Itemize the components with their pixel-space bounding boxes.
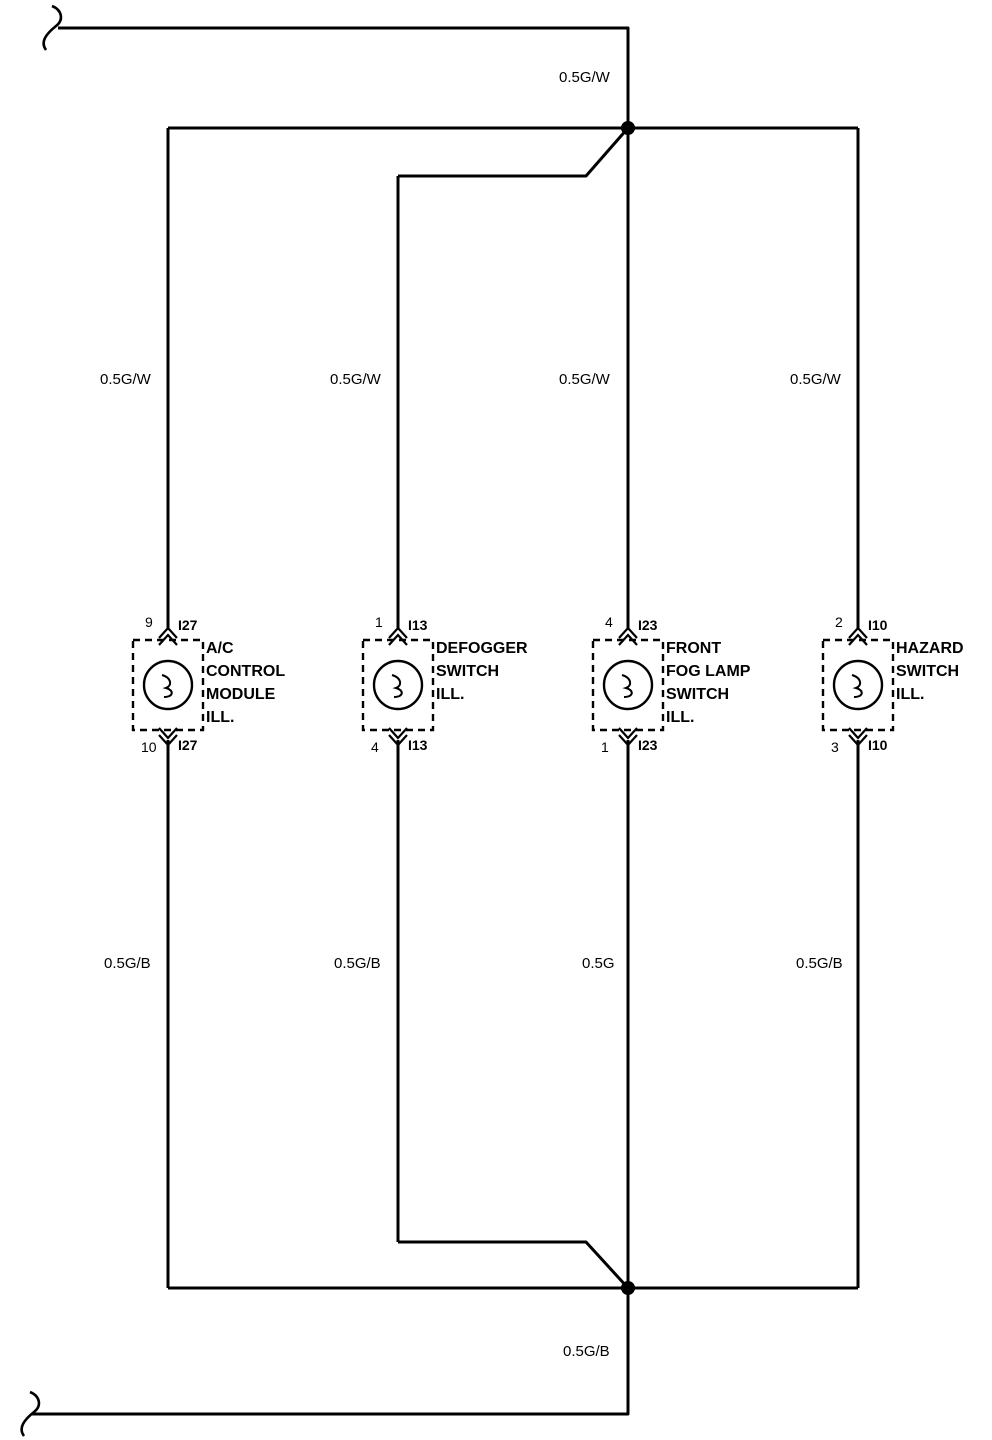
upper-connector-id: I13 (408, 617, 428, 633)
lamp-housing-dashed-box (591, 638, 665, 732)
component-name-line: FRONT (666, 640, 721, 657)
component-name-line: SWITCH (896, 663, 959, 680)
top-wire-label: 0.5G/W (559, 69, 611, 86)
component-name-line: ILL. (896, 686, 924, 703)
connector-lower-chevron (388, 727, 408, 747)
filament-icon (391, 674, 403, 698)
bottom-branch-defogger (398, 1240, 630, 1290)
component-name-line: CONTROL (206, 663, 285, 680)
filament-icon (621, 674, 633, 698)
feed-wire-top (58, 26, 630, 128)
lamp-housing-dashed-box (131, 638, 205, 732)
lower-pin-number: 3 (831, 739, 839, 755)
upper-connector-id: I27 (178, 617, 198, 633)
lower-pin-number: 10 (141, 739, 157, 755)
connector-upper-chevron (158, 626, 178, 646)
feed-wire-bottom (32, 1288, 630, 1416)
component-name-line: SWITCH (436, 663, 499, 680)
upper-pin-number: 2 (835, 614, 843, 630)
connector-lower-chevron (848, 727, 868, 747)
upper-pin-number: 9 (145, 614, 153, 630)
component-name-line: ILL. (206, 709, 234, 726)
bulb-icon (372, 659, 424, 711)
branch-lower-wire-label: 0.5G/B (104, 955, 151, 972)
component-name-line: A/C (206, 640, 234, 657)
upper-connector-id: I23 (638, 617, 658, 633)
bulb-icon (142, 659, 194, 711)
lower-pin-number: 4 (371, 739, 379, 755)
component-name-line: HAZARD (896, 640, 964, 657)
component-name-line: ILL. (666, 709, 694, 726)
branch-lower-wire-label: 0.5G (582, 955, 615, 972)
upper-connector-id: I10 (868, 617, 888, 633)
branch-lower-wire-label: 0.5G/B (796, 955, 843, 972)
wire-break-top (42, 4, 63, 51)
connector-lower-chevron (618, 727, 638, 747)
bottom-wire-label: 0.5G/B (563, 1343, 610, 1360)
branch-lower-wire-label: 0.5G/B (334, 955, 381, 972)
lower-connector-id: I27 (178, 737, 198, 753)
connector-lower-chevron (158, 727, 178, 747)
bulb-icon (602, 659, 654, 711)
filament-icon (851, 674, 863, 698)
component-name-line: ILL. (436, 686, 464, 703)
lower-connector-id: I10 (868, 737, 888, 753)
filament-icon (161, 674, 173, 698)
branch-upper-wire-label: 0.5G/W (559, 371, 611, 388)
connector-upper-chevron (848, 626, 868, 646)
branch-upper-wire-label: 0.5G/W (330, 371, 382, 388)
component-name-line: DEFOGGER (436, 640, 528, 657)
connector-upper-chevron (618, 626, 638, 646)
wire-break-bottom (20, 1390, 41, 1437)
connector-upper-chevron (388, 626, 408, 646)
bulb-icon (832, 659, 884, 711)
component-name-line: MODULE (206, 686, 276, 703)
top-branch-defogger (398, 127, 630, 178)
branch-upper-wire-label: 0.5G/W (100, 371, 152, 388)
lower-connector-id: I23 (638, 737, 658, 753)
component-name-line: SWITCH (666, 686, 729, 703)
upper-pin-number: 1 (375, 614, 383, 630)
branch-upper-wire-label: 0.5G/W (790, 371, 842, 388)
lamp-housing-dashed-box (821, 638, 895, 732)
lower-connector-id: I13 (408, 737, 428, 753)
upper-pin-number: 4 (605, 614, 613, 630)
lower-pin-number: 1 (601, 739, 609, 755)
lamp-housing-dashed-box (361, 638, 435, 732)
component-name-line: FOG LAMP (666, 663, 751, 680)
